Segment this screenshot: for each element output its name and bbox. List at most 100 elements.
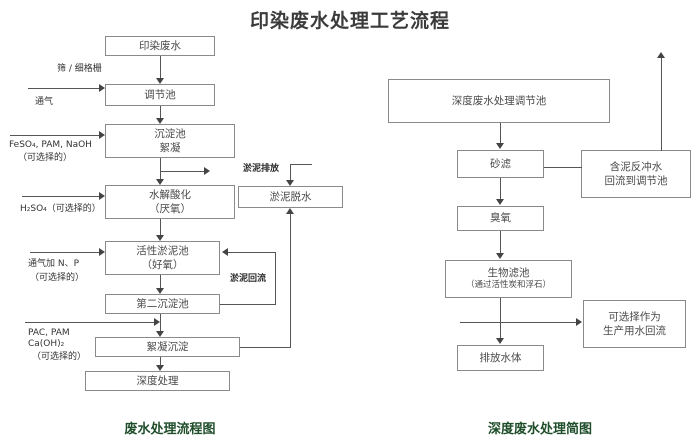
connector-ozone-to-biofilter	[500, 231, 501, 253]
box-sublabel: （厌氧）	[149, 203, 191, 215]
sludge-return-top	[228, 252, 276, 253]
input-line-feso4	[10, 135, 100, 136]
box-label: 淤泥脱水	[269, 190, 312, 203]
sludge-dewatering-top-drop	[290, 164, 291, 180]
box-sedimentation-tank: 沉淀池 絮凝	[105, 124, 235, 158]
box-label: 调节池	[144, 88, 176, 101]
connector-second-sed-to-coagulation	[160, 314, 161, 331]
box-label: 深度废水处理调节池	[451, 94, 547, 107]
page-title: 印染废水处理工艺流程	[249, 10, 450, 32]
box-second-sedimentation-tank: 第二沉淀池	[105, 294, 220, 314]
input-line-aeration-np	[30, 252, 100, 253]
sludge-riser-from-coagulation	[240, 347, 291, 348]
arrowhead-aeration-input	[99, 84, 105, 92]
box-label: 水解酸化	[149, 188, 191, 201]
box-sublabel: 回流到调节池	[604, 175, 668, 187]
arrowhead-hydrolysis-to-activated	[156, 235, 164, 241]
input-line-aeration	[28, 88, 100, 89]
box-label: 深度处理	[136, 374, 179, 387]
label-sludge-return: 淤泥回流	[230, 274, 267, 284]
box-label: 沉淀池	[154, 127, 186, 140]
label-feso4-chemicals: FeSO₄, PAM, NaOH	[9, 140, 92, 150]
box-label: 臭氧	[490, 212, 511, 225]
box-ozone: 臭氧	[457, 206, 544, 231]
label-screen-grille: 筛 / 细格栅	[57, 64, 102, 74]
arrowhead-sludge-riser	[286, 208, 294, 214]
box-label: 第二沉淀池	[136, 297, 189, 310]
arrowhead-aeration-np-input	[99, 248, 105, 256]
sludge-dewatering-top-hook	[290, 164, 312, 165]
label-aeration: 通气	[35, 97, 54, 107]
connector-equalization-to-sandfilter	[500, 123, 501, 143]
box-sand-filter: 砂滤	[457, 150, 544, 178]
arrowhead-backwash-riser	[657, 52, 665, 58]
arrowhead-equalization-to-sandfilter	[496, 143, 504, 149]
box-backwash-return: 含泥反冲水 回流到调节池	[581, 150, 691, 198]
arrowhead-raw-to-equalization	[156, 78, 164, 84]
box-equalization-tank: 调节池	[105, 84, 215, 106]
box-advanced-treatment: 深度处理	[85, 371, 230, 391]
arrowhead-sandfilter-to-ozone	[496, 199, 504, 205]
box-label: 絮凝沉淀	[146, 340, 189, 353]
input-line-pac	[25, 322, 155, 323]
left-diagram-caption: 废水处理流程图	[124, 422, 216, 437]
arrowhead-sludge-discharge	[204, 167, 210, 175]
box-biological-filter: 生物滤池 （通过活性炭和浮石）	[445, 260, 572, 298]
arrowhead-equalization-to-sed	[156, 118, 164, 124]
label-h2so4: H₂SO₄（可选择的）	[20, 204, 101, 214]
arrowhead-h2so4-input	[99, 192, 105, 200]
box-label: 可选择作为	[608, 310, 661, 323]
label-aeration-np: 通气加 N、P	[28, 259, 80, 269]
box-sublabel: 絮凝	[159, 142, 181, 154]
label-sludge-discharge: 淤泥排放	[243, 164, 280, 174]
connector-coagulation-to-advanced	[160, 357, 161, 365]
connector-sandfilter-to-ozone	[500, 178, 501, 199]
box-raw-wastewater: 印染废水	[105, 36, 215, 56]
arrowhead-sludge-return	[222, 248, 228, 256]
box-sublabel: （通过活性炭和浮石）	[465, 280, 551, 291]
box-process-water-reuse: 可选择作为 生产用水回流	[583, 300, 686, 348]
label-pac-optional: （可选择的）	[32, 352, 87, 362]
arrowhead-biofilter-to-reuse	[576, 318, 582, 326]
label-feso4-optional: （可选择的）	[18, 153, 73, 163]
box-label: 生物滤池	[487, 267, 530, 280]
box-label: 印染废水	[139, 39, 181, 52]
label-pac-pam: PAC, PAM	[28, 328, 70, 338]
arrowhead-feso4-input	[99, 131, 105, 139]
box-coagulation-sedimentation: 絮凝沉淀	[95, 337, 240, 357]
box-activated-sludge-tank: 活性淤泥池 （好氧）	[105, 241, 220, 275]
arrowhead-biofilter-to-discharge	[496, 338, 504, 344]
sludge-discharge-line	[160, 171, 205, 172]
connector-raw-to-equalization	[160, 56, 161, 78]
box-label: 砂滤	[490, 157, 511, 170]
sludge-return-vertical	[275, 252, 276, 304]
connector-sed-to-hydrolysis	[160, 158, 161, 179]
connector-activated-to-second-sed	[160, 275, 161, 288]
box-sublabel: （好氧）	[141, 259, 184, 271]
connector-biofilter-to-reuse	[460, 322, 577, 323]
box-label: 活性淤泥池	[136, 244, 189, 257]
connector-equalization-to-sed	[160, 106, 161, 118]
box-sludge-dewatering: 淤泥脱水	[238, 186, 343, 208]
arrowhead-ozone-to-biofilter	[496, 253, 504, 259]
arrowhead-pac-input	[154, 318, 160, 326]
connector-backwash-riser	[661, 58, 662, 151]
sludge-return-bottom	[220, 304, 276, 305]
label-aeration-np-optional: （可选择的）	[30, 273, 85, 283]
sludge-riser-vertical	[290, 214, 291, 347]
arrowhead-activated-to-second-sed	[156, 288, 164, 294]
box-sublabel: 生产用水回流	[603, 325, 666, 337]
arrowhead-second-sed-to-coagulation	[156, 331, 164, 337]
input-line-h2so4	[22, 196, 100, 197]
box-label: 含泥反冲水	[609, 160, 663, 173]
connector-biofilter-to-discharge	[500, 298, 501, 338]
connector-hydrolysis-to-activated	[160, 219, 161, 235]
arrowhead-sed-to-hydrolysis	[156, 179, 164, 185]
box-discharge-water-body: 排放水体	[457, 345, 544, 371]
arrowhead-coagulation-to-advanced	[156, 365, 164, 371]
arrowhead-sludge-dewatering-in	[286, 180, 294, 186]
box-label: 排放水体	[479, 351, 522, 364]
connector-sandfilter-to-backwash	[544, 167, 582, 168]
right-diagram-caption: 深度废水处理简图	[487, 422, 592, 437]
